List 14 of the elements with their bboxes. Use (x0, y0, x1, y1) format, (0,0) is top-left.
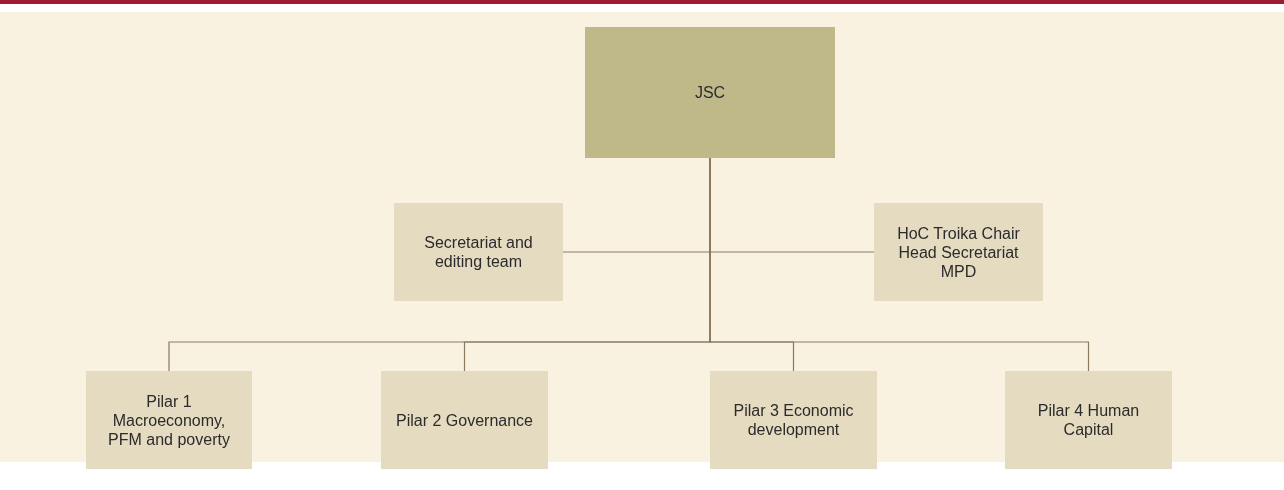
pillar-box (86, 371, 252, 469)
box-label: Secretariat and editing team (423, 233, 534, 271)
box-label: HoC Troika Chair Head Secretariat MPD (896, 223, 1021, 281)
pillar-box (710, 371, 877, 469)
box-label: Pilar 2 Governance (396, 410, 533, 430)
box-label: JSC (694, 83, 726, 102)
pillar-box (381, 371, 548, 469)
box-label: Pilar 1 Macroeconomy, PFM and poverty (107, 391, 231, 449)
top-box (585, 27, 835, 158)
side-box (394, 203, 563, 301)
box-label: Pilar 4 Human Capital (1036, 401, 1141, 439)
box-label: Pilar 3 Economic development (732, 401, 855, 439)
pillar-box (1005, 371, 1172, 469)
side-box (874, 203, 1043, 301)
